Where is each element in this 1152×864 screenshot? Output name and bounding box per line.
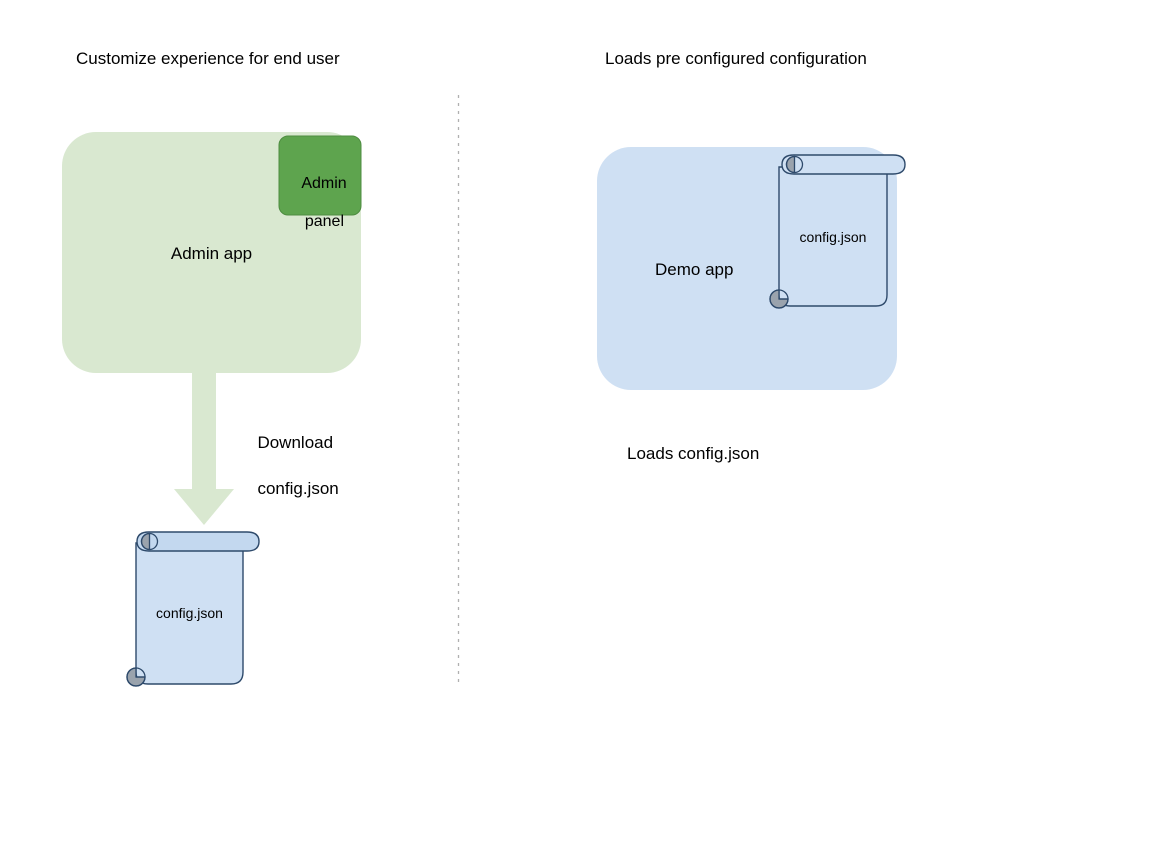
left-column-title: Customize experience for end user <box>76 49 340 68</box>
left-config-document[interactable] <box>126 531 260 687</box>
admin-app-label: Admin app <box>170 244 253 263</box>
right-column-title: Loads pre configured configuration <box>605 49 867 68</box>
admin-panel-label: Admin panel <box>279 156 361 232</box>
download-arrow <box>174 360 234 525</box>
admin-panel-label-line2: panel <box>304 212 345 230</box>
admin-panel-label-line1: Admin <box>301 174 347 192</box>
download-arrow-label: Download config.json <box>248 409 339 501</box>
admin-panel-box[interactable] <box>278 135 362 216</box>
loads-config-caption: Loads config.json <box>627 444 760 463</box>
right-document-label: config.json <box>799 229 867 245</box>
download-arrow-label-line1: Download <box>257 432 334 452</box>
demo-app-label: Demo app <box>655 260 734 279</box>
download-arrow-label-line2: config.json <box>257 478 339 498</box>
left-document-label: config.json <box>156 605 223 621</box>
right-config-document[interactable] <box>769 154 906 309</box>
